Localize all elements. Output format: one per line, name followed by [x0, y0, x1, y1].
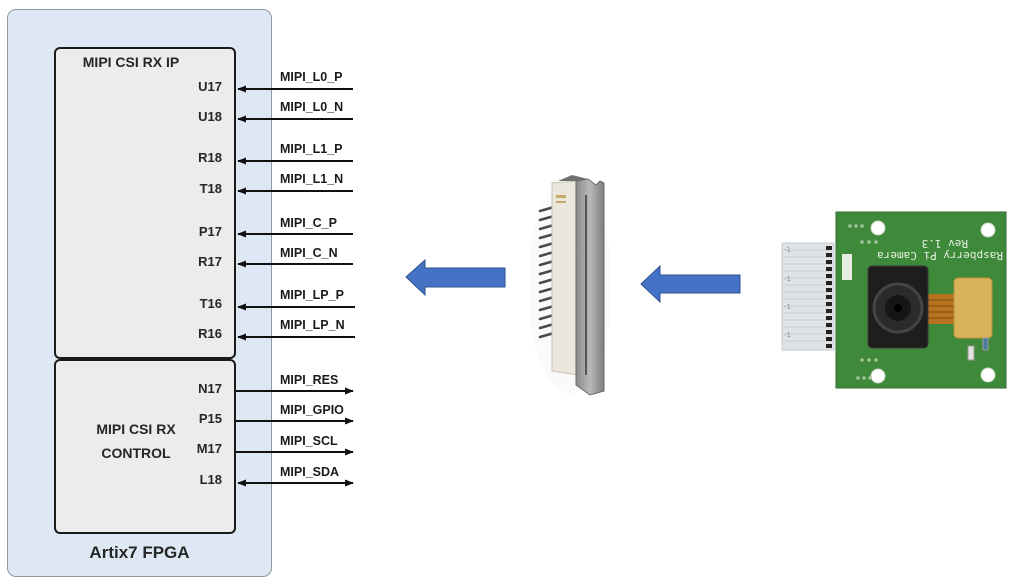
left-arrow-icon	[640, 264, 741, 304]
svg-text:-1: -1	[784, 303, 791, 311]
signal-label: MIPI_C_N	[280, 246, 338, 260]
pin-label: P15	[198, 411, 222, 426]
control-title-line2: CONTROL	[101, 445, 171, 461]
pin-label: L18	[199, 472, 222, 487]
signal-label: MIPI_L0_N	[280, 100, 344, 114]
signal-label: MIPI_L0_P	[280, 70, 343, 84]
pin-label: N17	[198, 381, 222, 396]
fpc-connector-icon	[530, 175, 610, 396]
svg-text:-1: -1	[784, 331, 791, 339]
ip-input-wires	[237, 85, 355, 341]
camera-silkscreen-line1: Raspberry Pi Camera	[877, 249, 1003, 262]
camera-silkscreen-line2: Rev 1.3	[922, 237, 968, 250]
ribbon-cable: -1 -1 -1 -1	[781, 242, 835, 351]
svg-text:-1: -1	[784, 275, 791, 283]
signal-label: MIPI_LP_P	[280, 288, 344, 302]
pin-label: T16	[199, 296, 222, 311]
svg-text:-1: -1	[784, 246, 791, 254]
pin-label: M17	[196, 441, 222, 456]
ip-block-title: MIPI CSI RX IP	[82, 54, 180, 70]
control-output-wires	[236, 387, 354, 487]
fpga-label: Artix7 FPGA	[89, 543, 190, 562]
signal-label: MIPI_L1_P	[280, 142, 343, 156]
signal-label: MIPI_SDA	[280, 465, 340, 479]
pin-label: T18	[199, 181, 222, 196]
signal-label: MIPI_RES	[280, 373, 339, 387]
left-arrow-icon	[405, 258, 506, 297]
control-block-title: MIPI CSI RX CONTROL	[84, 417, 188, 465]
mipi-csi-rx-ip-block: MIPI CSI RX IP	[54, 47, 236, 359]
pin-label: U17	[198, 79, 222, 94]
pin-label: P17	[198, 224, 222, 239]
camera-pcb: Raspberry Pi Camera Rev 1.3	[835, 211, 1007, 389]
pin-label: R18	[198, 150, 222, 165]
signal-label: MIPI_LP_N	[280, 318, 345, 332]
control-title-line1: MIPI CSI RX	[96, 421, 176, 437]
signal-label: MIPI_L1_N	[280, 172, 344, 186]
signal-label: MIPI_C_P	[280, 216, 337, 230]
mipi-csi-rx-control-block: MIPI CSI RX CONTROL	[54, 359, 236, 534]
flow-arrow-camera-to-connector	[640, 264, 741, 304]
signal-label: MIPI_GPIO	[280, 403, 344, 417]
flow-arrow-connector-to-fpga	[405, 258, 506, 297]
raspberry-pi-camera-icon: -1 -1 -1 -1 Raspberry Pi Camera Rev 1.3	[781, 211, 1007, 389]
pin-label: U18	[198, 109, 222, 124]
pin-label: R17	[198, 254, 222, 269]
pin-label: R16	[198, 326, 222, 341]
signal-label: MIPI_SCL	[280, 434, 338, 448]
